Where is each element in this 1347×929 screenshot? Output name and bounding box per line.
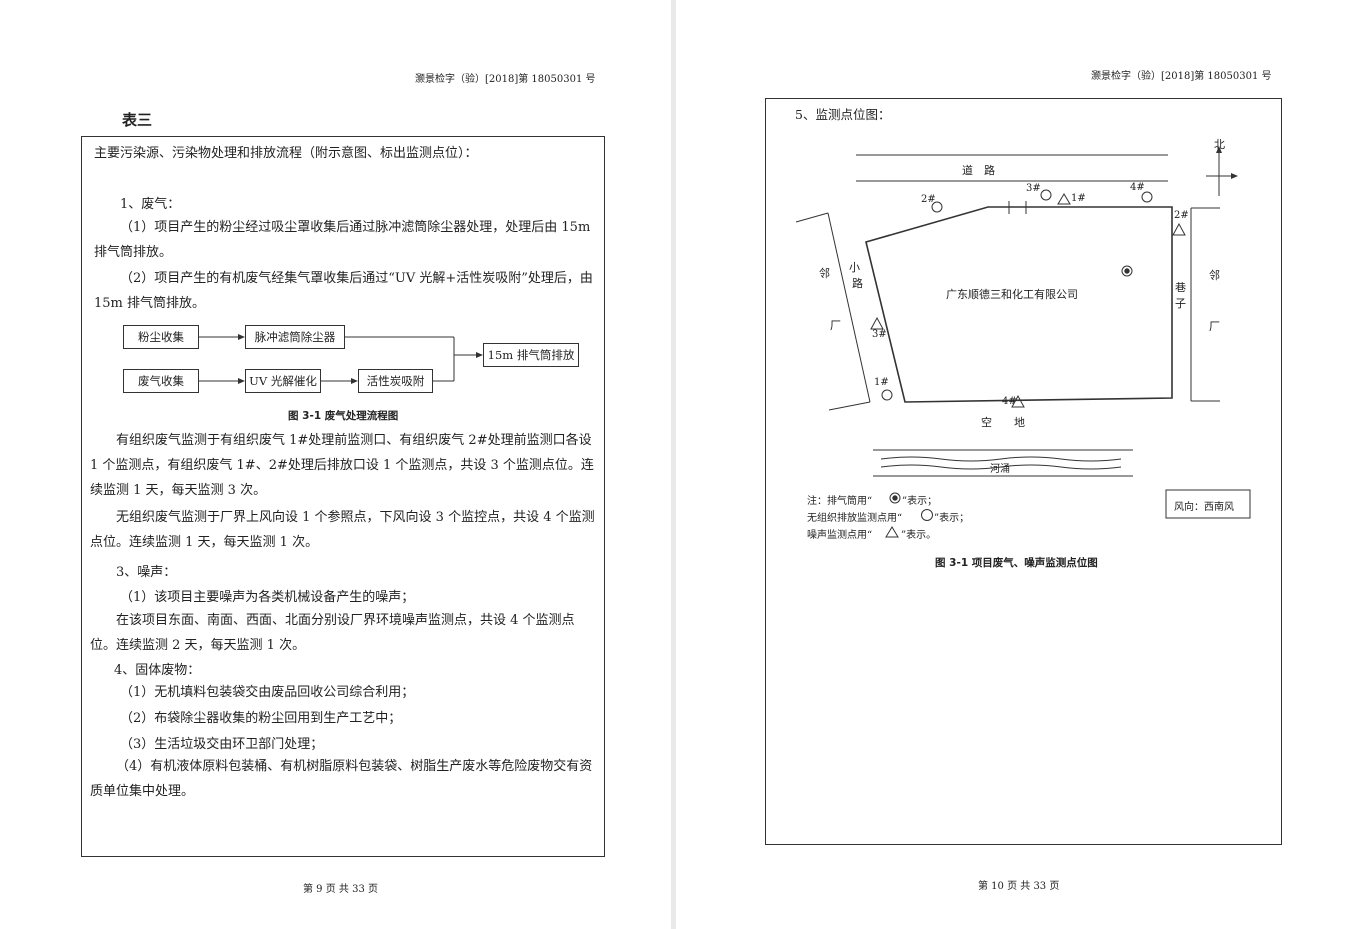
point-t2-label: 2#: [1174, 210, 1189, 221]
legend-unorganized: 无组织排放监测点用“: [807, 513, 903, 524]
road-label: 道 路: [962, 164, 995, 177]
monitoring-site-map: [795, 146, 1251, 538]
noise-paragraph-2: 在该项目东面、南面、西面、北面分别设厂界环境噪声监测点，共设 4 个监测点位。连…: [90, 613, 575, 653]
solid-heading: 4、固体废物：: [114, 663, 201, 678]
neighbor-right-2: 厂: [1209, 320, 1220, 333]
box-stack: 15m 排气筒排放: [483, 343, 579, 367]
doc-number: 灏景检字（验）[2018]第 18050301 号: [415, 74, 596, 85]
wind-direction: 风向：西南风: [1174, 502, 1234, 513]
neighbor-left-2: 厂: [830, 319, 841, 332]
solid-paragraph-1: （1）无机填料包装袋交由废品回收公司综合利用；: [120, 685, 415, 700]
box-carbon: 活性炭吸附: [358, 369, 433, 393]
content-frame: [81, 136, 605, 857]
legend-noise-end: ”表示。: [901, 530, 937, 541]
point-t4-label: 4#: [1002, 396, 1017, 407]
legend-noise: 噪声监测点用“: [807, 530, 873, 541]
section-title: 5、监测点位图：: [795, 107, 891, 122]
box-gas-collect: 废气收集: [123, 369, 199, 393]
lane-label-1: 小: [849, 261, 860, 274]
alley-label-2: 子: [1175, 297, 1186, 310]
north-label: 北: [1214, 138, 1225, 151]
page-9: 灏景检字（验）[2018]第 18050301 号 表三 主要污染源、污染物处理…: [0, 0, 671, 929]
noise-paragraph-1: （1）该项目主要噪声为各类机械设备产生的噪声；: [120, 590, 415, 605]
map-caption: 图 3-1 项目废气、噪声监测点位图: [935, 557, 1098, 569]
waste-gas-heading: 1、废气：: [120, 197, 181, 212]
organized-paragraph: 有组织废气监测于有组织废气 1#处理前监测口、有组织废气 2#处理前监测口各设 …: [90, 433, 594, 498]
solid-paragraph-3: （3）生活垃圾交由环卫部门处理；: [120, 737, 324, 752]
company-name: 广东顺德三和化工有限公司: [946, 288, 1078, 301]
open-land-label: 空 地: [981, 416, 1025, 429]
legend-stack-end: ”表示；: [902, 496, 938, 507]
neighbor-left-1: 邻: [819, 267, 830, 280]
point-o4-label: 4#: [1130, 182, 1145, 193]
river-label: 河涌: [990, 464, 1010, 475]
solid-paragraph-4: （4）有机液体原料包装桶、有机树脂原料包装袋、树脂生产废水等危险废物交有资质单位…: [90, 759, 593, 799]
point-t1-label: 1#: [1071, 193, 1086, 204]
doc-number: 灏景检字（验）[2018]第 18050301 号: [1091, 71, 1272, 82]
waste-gas-paragraph-2: （2）项目产生的有机废气经集气罩收集后通过“UV 光解+活性炭吸附”处理后，由 …: [94, 271, 593, 311]
page-footer: 第 10 页 共 33 页: [978, 881, 1060, 892]
point-t3-label: 3#: [872, 329, 887, 340]
solid-paragraph-2: （2）布袋除尘器收集的粉尘回用到生产工艺中；: [120, 711, 402, 726]
neighbor-right-1: 邻: [1209, 269, 1220, 282]
box-pulse-filter: 脉冲滤筒除尘器: [245, 325, 345, 349]
legend-unorganized-end: ”表示；: [934, 513, 970, 524]
point-o2-label: 2#: [921, 194, 936, 205]
noise-heading: 3、噪声：: [116, 565, 177, 580]
point-o3-label: 3#: [1026, 183, 1041, 194]
page-footer: 第 9 页 共 33 页: [303, 884, 378, 895]
table-title: 表三: [122, 111, 153, 129]
legend-stack: 注：排气筒用“: [807, 496, 873, 507]
waste-gas-paragraph-1: （1）项目产生的粉尘经过吸尘罩收集后通过脉冲滤筒除尘器处理，处理后由 15m 排…: [94, 220, 591, 260]
page-10: 灏景检字（验）[2018]第 18050301 号 5、监测点位图：: [676, 0, 1347, 929]
box-uv: UV 光解催化: [245, 369, 321, 393]
lane-label-2: 路: [852, 277, 863, 290]
alley-label-1: 巷: [1175, 281, 1186, 294]
content-frame: [765, 98, 1282, 845]
unorganized-paragraph: 无组织废气监测于厂界上风向设 1 个参照点，下风向设 3 个监控点，共设 4 个…: [90, 510, 595, 550]
flow-caption: 图 3-1 废气处理流程图: [288, 410, 399, 422]
point-o1-label: 1#: [874, 377, 889, 388]
box-dust-collect: 粉尘收集: [123, 325, 199, 349]
flow-diagram-arrows: [199, 334, 483, 384]
intro-text: 主要污染源、污染物处理和排放流程（附示意图、标出监测点位）：: [94, 146, 478, 161]
